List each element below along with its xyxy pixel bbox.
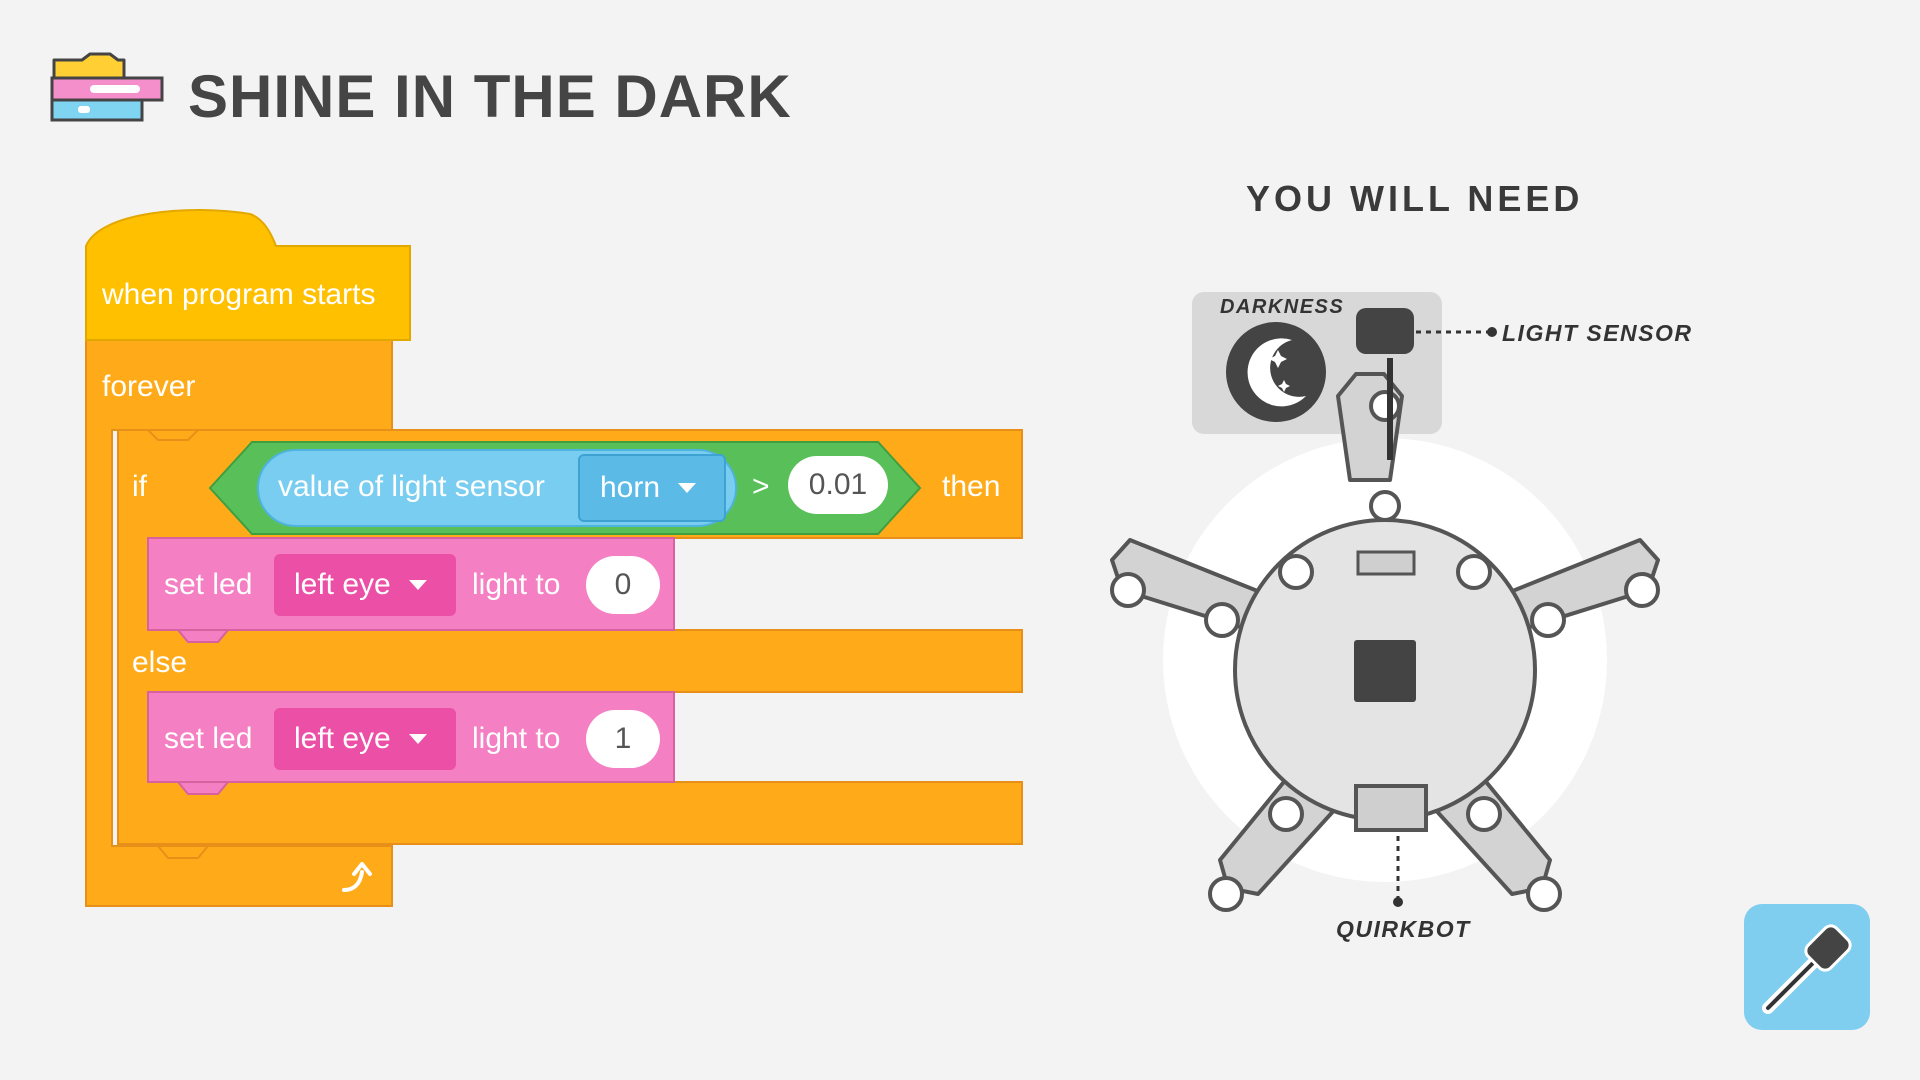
- set-led-label: set led: [164, 568, 253, 601]
- led-target-dropdown[interactable]: left eye: [274, 554, 456, 616]
- else-label: else: [132, 646, 188, 679]
- page-title: SHINE IN THE DARK: [188, 63, 792, 130]
- loop-arrow-icon: [342, 862, 372, 892]
- when-program-starts-label: when program starts: [102, 278, 376, 311]
- forever-label: forever: [102, 370, 196, 403]
- led-value-input[interactable]: 1: [586, 710, 660, 768]
- forever-block: [85, 335, 393, 907]
- chevron-down-icon: [678, 483, 697, 493]
- led-target-value: left eye: [294, 568, 391, 601]
- moon-icon: [1226, 322, 1326, 422]
- you-will-need-heading: YOU WILL NEED: [1246, 178, 1584, 219]
- light-sensor-label: LIGHT SENSOR: [1502, 320, 1693, 346]
- darkness-label: DARKNESS: [1220, 296, 1345, 318]
- sensor-probe-icon: [1762, 924, 1852, 1014]
- sensor-dropdown[interactable]: horn: [578, 454, 726, 522]
- code-blocks-icon: [50, 52, 164, 122]
- led-value-input[interactable]: 0: [586, 556, 660, 614]
- light-to-label: light to: [472, 722, 561, 755]
- then-label: then: [942, 470, 1001, 503]
- quirkbot-label: QUIRKBOT: [1336, 916, 1471, 942]
- set-led-label: set led: [164, 722, 253, 755]
- code-script: [85, 209, 1023, 907]
- chevron-down-icon: [408, 734, 427, 744]
- chevron-down-icon: [408, 580, 427, 590]
- comparison-operator: >: [752, 470, 770, 503]
- sensor-reporter-label: value of light sensor: [278, 470, 545, 503]
- led-target-value: left eye: [294, 722, 391, 755]
- sensor-tool-button[interactable]: [1744, 904, 1870, 1030]
- sensor-dropdown-value: horn: [600, 471, 661, 504]
- if-label: if: [132, 470, 147, 503]
- quirkbot-illustration: [1110, 292, 1660, 912]
- led-target-dropdown[interactable]: left eye: [274, 708, 456, 770]
- light-to-label: light to: [472, 568, 561, 601]
- hat-block: [85, 209, 411, 341]
- threshold-input[interactable]: 0.01: [788, 456, 888, 514]
